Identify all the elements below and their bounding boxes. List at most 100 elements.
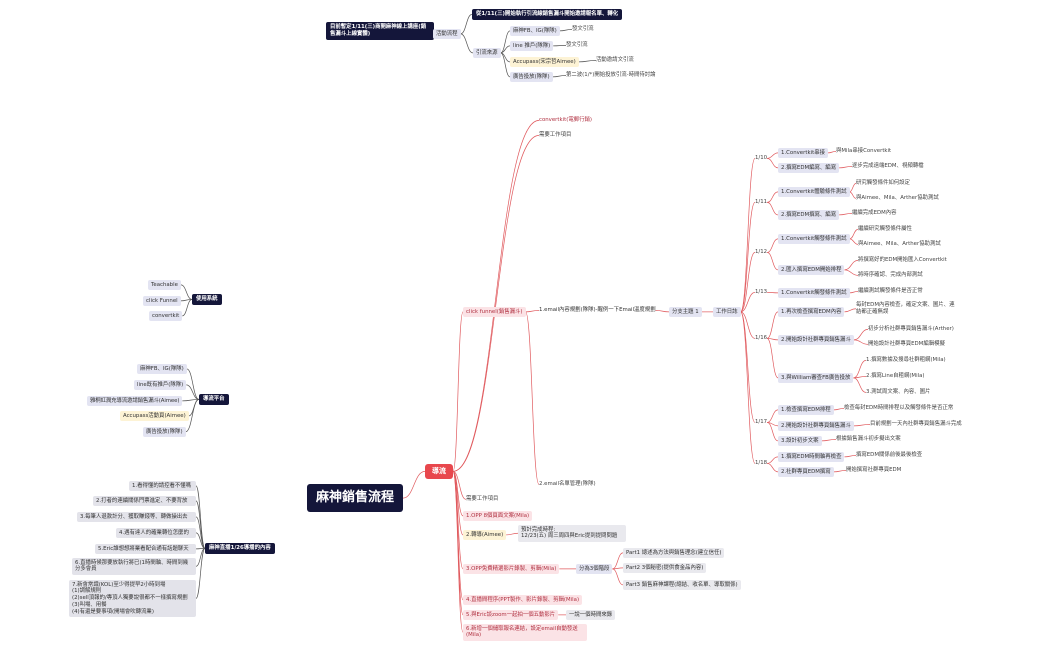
live-item-6[interactable]: 6.直播時候那要放執行將已(1時間軸、時間到幾分多會員 <box>72 558 196 575</box>
source-1[interactable]: 麻神FB、IG(隊隊) <box>510 26 560 36</box>
task-1-17-c[interactable]: 3.設計初步文案 <box>778 436 822 446</box>
task-1-16-b[interactable]: 2.開始設計社群專頁銷售漏斗 <box>778 335 854 345</box>
task-1-10-a[interactable]: 1.Convertkit串接 <box>778 148 828 158</box>
email-mgmt[interactable]: 2.email名單管理(隊隊) <box>539 481 596 487</box>
task-1-12-b-c1[interactable]: 將撰寫好的EDM開始匯入Convertkit <box>858 257 947 263</box>
task-1-16-b-c2[interactable]: 開始設計社群專頁EDM編輯模擬 <box>868 341 945 347</box>
process-step-1[interactable]: 從1/11(三)開始執行引流線銷售漏斗開始邀請報名單、轉化 <box>472 9 623 20</box>
center-node[interactable]: 導流 <box>425 464 453 479</box>
day-1-10[interactable]: 1/10 <box>755 155 768 161</box>
live-item-5[interactable]: 5.Eric誰想想將業看配合通有話題聊天 <box>95 544 196 554</box>
task-1-18-a-c1[interactable]: 撰寫EDM關係前後最後檢查 <box>856 452 923 458</box>
task-1-16-b-c1[interactable]: 初步分析社群專頁銷售漏斗(Arther) <box>868 326 954 332</box>
task-1-16-c-c3[interactable]: 3.測試周文案、內容、圖片 <box>866 389 931 395</box>
branch-work-1[interactable]: 需要工作項目 <box>539 132 572 138</box>
platform-1[interactable]: 麻神FB、IG(隊隊) <box>137 364 187 374</box>
live-item-3[interactable]: 3.每筆人退款計分、獲取賺錢等、轉做操出去 <box>77 512 196 522</box>
task-1-11-a-c2[interactable]: 與Aimee、Mila、Arther協助測試 <box>856 195 939 201</box>
live-item-2[interactable]: 2.打者的連續關係門票進定、不要背放 <box>93 496 196 506</box>
opp-1[interactable]: 1.OPP 8個頁面文案(Mila) <box>463 511 533 521</box>
platform-4[interactable]: Accupass活動頁(Aimee) <box>120 411 189 421</box>
process-node[interactable]: 活動流程 <box>433 29 461 39</box>
day-1-16[interactable]: 1/16 <box>755 335 768 341</box>
task-1-16-a-c1[interactable]: 每封EDM內容檢查，確定文案、圖片、連結都正確無誤 <box>856 302 955 315</box>
task-1-18-b-c1[interactable]: 開始撰寫社群專頁EDM <box>846 467 902 473</box>
day-1-12[interactable]: 1/12 <box>755 249 768 255</box>
task-1-13-a-c1[interactable]: 繼續測試觸發條件是否正常 <box>858 288 923 294</box>
source-2[interactable]: line 推戶(隊隊) <box>510 41 554 51</box>
platform-2[interactable]: line既有推戶(隊隊) <box>134 380 187 390</box>
source-3-child[interactable]: 活動邀請文引流 <box>596 57 634 63</box>
live-item-4[interactable]: 4.遇有達人的確業轉位怎麼的 <box>116 528 196 538</box>
connector-day-1-16-task-1-16-b <box>767 338 779 341</box>
task-1-17-b-c1[interactable]: 目前規劃一天內社群專頁銷售漏斗完成 <box>870 421 962 427</box>
task-1-12-b[interactable]: 2.匯入撰寫EDM開始排程 <box>778 265 845 275</box>
task-1-17-b[interactable]: 2.開始設計社群專頁銷售漏斗 <box>778 421 854 431</box>
task-1-11-a-c1[interactable]: 研究觸發條件如何設定 <box>856 180 910 186</box>
meet-5[interactable]: 5.與Eric談zoom一起拍一個五動影片 <box>463 610 559 620</box>
part-3[interactable]: Part3 銷售麻神課程(總結、收名單、導取關係) <box>623 580 741 590</box>
day-1-11[interactable]: 1/11 <box>755 199 768 205</box>
task-1-10-b[interactable]: 2.撰寫EDM編寫、編寫 <box>778 163 840 173</box>
connector-systems-title-system-teachable <box>180 284 193 300</box>
task-1-12-a[interactable]: 1.Convertkit觸發條件測試 <box>778 234 850 244</box>
systems-title[interactable]: 使用系統 <box>192 294 222 305</box>
platforms-title[interactable]: 導流平台 <box>199 394 229 405</box>
task-1-12-a-c2[interactable]: 與Aimee、Mila、Arther協助測試 <box>858 241 941 247</box>
part-1[interactable]: Part1 總述為方法與銷售理念(建立信任) <box>623 548 725 558</box>
opp-3[interactable]: 3.OPP免費精選影片錄製、剪輯(Mila) <box>463 564 560 574</box>
task-1-11-b-c1[interactable]: 繼續完成EDM內容 <box>852 210 897 216</box>
collect-6[interactable]: 6.新增一個儲取報名連結，設定email自動發送(Mila) <box>463 624 587 641</box>
day-1-13[interactable]: 1/13 <box>755 289 768 295</box>
worklog-node[interactable]: 工作日誌 <box>713 307 741 317</box>
platform-3[interactable]: 雅桐紅潤充導流邀請銷售漏斗(Aimee) <box>87 396 183 406</box>
agent-note[interactable]: 預計完成時程: 12/23(五) 周三周四與Eric提到提問問題 <box>518 525 626 542</box>
system-convertkit[interactable]: convertkit <box>149 311 183 321</box>
task-1-16-c-c2[interactable]: 2.撰寫Line自粗網(Mila) <box>866 373 925 379</box>
meet5-child[interactable]: 一說一個時間來錄 <box>566 610 616 620</box>
platform-5[interactable]: 廣告投放(隊隊) <box>143 427 186 437</box>
task-1-18-a[interactable]: 1.撰寫EDM時間軸再檢查 <box>778 452 845 462</box>
period-node[interactable]: 目前暫定1/11(三)商開麻神線上講座(銷售漏斗上線實體) <box>326 22 434 40</box>
task-1-12-a-c1[interactable]: 繼續研究觸發條件屬性 <box>858 226 912 232</box>
connector-source-1-source-1-child <box>559 29 573 32</box>
connector-worklog-node-day-1-13 <box>740 292 756 313</box>
process-step-2[interactable]: 引流來源 <box>473 48 501 58</box>
connector-live-title-live-item-2 <box>195 500 206 549</box>
live-title[interactable]: 麻神直播1/26導播的內容 <box>205 543 275 554</box>
source-3[interactable]: Accupass(宋宗哲Aimee) <box>510 57 579 67</box>
task-1-16-c[interactable]: 3.與William審查FB廣告投放 <box>778 373 854 383</box>
live-item-1[interactable]: 1.看得懂的請控看不懂嗎 <box>129 481 196 491</box>
task-1-12-b-c2[interactable]: 將時序確認、完成內部測試 <box>858 272 923 278</box>
system-clickfunnel[interactable]: click Funnel <box>143 296 181 306</box>
task-1-13-a[interactable]: 1.Convertkit觸發條件測試 <box>778 288 850 298</box>
agent-node[interactable]: 2.轉導(Aimee) <box>463 530 507 540</box>
live-item-7[interactable]: 7.新會常識(KOL)至少得提早2小時到場 (1)調解規則 (2)sell頂報的… <box>69 580 196 617</box>
email-plan[interactable]: 1.email內容規劃(隊隊)-醒例一下Email溫度規劃 <box>539 307 656 313</box>
opp3-split[interactable]: 分為3個階段 <box>576 564 613 574</box>
task-1-10-b-c1[interactable]: 逐步完成遠端EDM、視頻轉檔 <box>852 163 924 169</box>
task-1-18-b[interactable]: 2.社群專頁EDM撰寫 <box>778 467 834 477</box>
source-4[interactable]: 廣告投放(隊隊) <box>510 72 553 82</box>
source-2-child[interactable]: 發文引流 <box>566 42 588 48</box>
system-teachable[interactable]: Teachable <box>148 280 181 290</box>
task-1-10-a-c1[interactable]: 與Mila串接Convertkit <box>836 148 892 154</box>
task-1-17-a-c1[interactable]: 檢查每封EDM時間排程以及觸發條件是否正常 <box>844 405 954 411</box>
branch-clickfunnel[interactable]: click funnel(銷售漏斗) <box>463 307 526 317</box>
task-1-17-c-c1[interactable]: 根據銷售漏斗初步擬出文案 <box>836 436 901 442</box>
branch-convertkit[interactable]: convertkit(電郵行銷) <box>539 117 593 123</box>
task-1-11-a[interactable]: 1.Convertkit體驗條件測試 <box>778 187 850 197</box>
task-1-16-c-c1[interactable]: 1.撰寫數據及搜尋社群粗網(Mila) <box>866 357 946 363</box>
source-4-child[interactable]: 第二波(1/*)開始投放引流-時間待討論 <box>566 72 656 78</box>
division-node[interactable]: 分支主題 1 <box>669 307 702 317</box>
live-4[interactable]: 4.直播間程序(PPT製作、影片錄製、剪輯(Mila) <box>463 595 583 605</box>
day-1-17[interactable]: 1/17 <box>755 419 768 425</box>
day-1-18[interactable]: 1/18 <box>755 460 768 466</box>
task-1-16-a[interactable]: 1.再次檢查撰寫EDM內容 <box>778 307 845 317</box>
task-1-17-a[interactable]: 1.檢查撰寫EDM排程 <box>778 405 834 415</box>
root-title[interactable]: 麻神銷售流程 <box>307 484 404 513</box>
source-1-child[interactable]: 發文引流 <box>572 26 594 32</box>
part-2[interactable]: Part2 3個秘密(提供食金品內容) <box>623 563 707 573</box>
task-1-11-b[interactable]: 2.撰寫EDM撰寫、編寫 <box>778 210 840 220</box>
branch-work-2[interactable]: 需要工作項目 <box>466 496 499 502</box>
